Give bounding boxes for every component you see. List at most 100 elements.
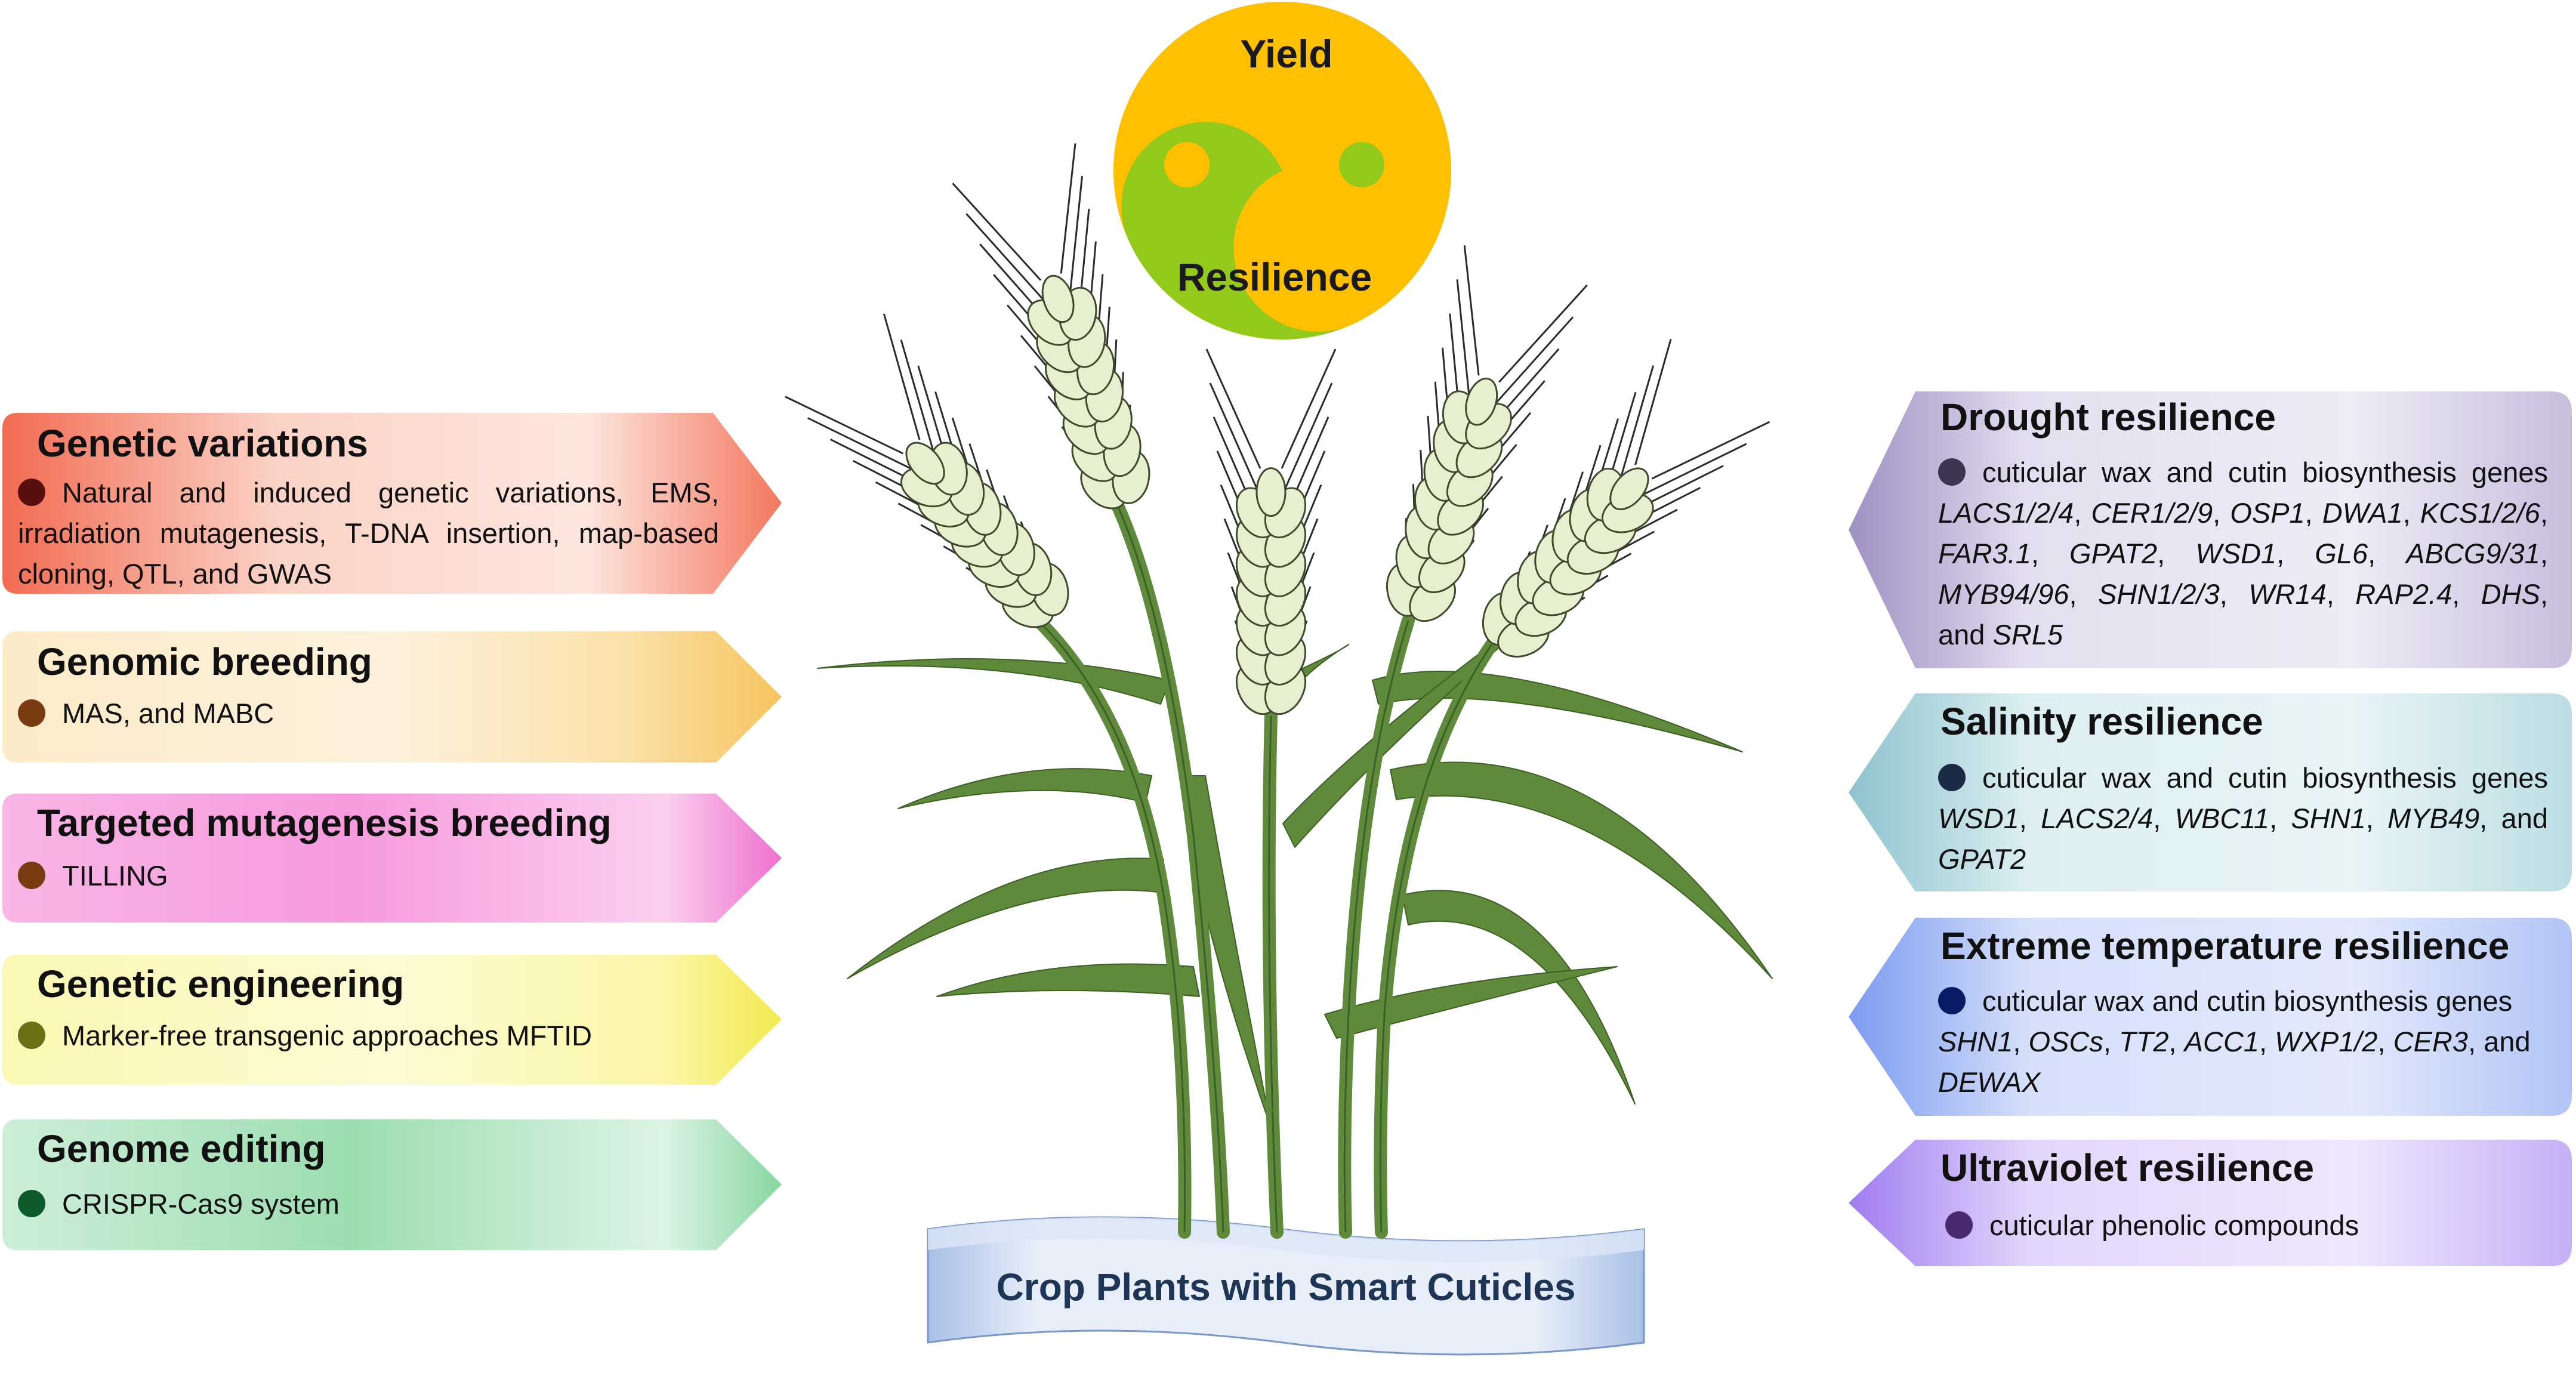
gene-name: FAR3.1 [1938,538,2031,569]
genome-editing-body: CRISPR-Cas9 system [18,1184,704,1224]
body-text: , [2153,803,2175,834]
body-text: , and [1938,578,2548,650]
genomic-breeding-bullet-icon [18,699,45,727]
body-text: , [2365,803,2388,834]
genomic-breeding-box-shape [2,631,782,763]
gene-name: DHS [2481,578,2540,610]
ultraviolet-box-shape [1849,1140,2572,1266]
genomic-breeding-title: Genomic breeding [37,640,372,683]
extreme-temperature-resilience-body: cuticular wax and cutin biosynthesis gen… [1938,981,2548,1103]
yield-resilience-yinyang [1113,2,1451,340]
genetic-engineering-box-shape [2,955,782,1085]
yinyang-yellow [1113,2,1451,332]
wheat-ear [1205,348,1337,715]
body-text: , [2019,803,2041,834]
targeted-mutagenesis-body: TILLING [18,856,704,896]
genome-editing-bullet-icon [18,1190,45,1217]
drought-resilience-body: cuticular wax and cutin biosynthesis gen… [1938,452,2548,655]
gene-name: LACS1/2/4 [1938,497,2074,529]
gene-name: ABCG9/31 [2406,538,2540,569]
gene-name: MYB94/96 [1938,578,2069,610]
gene-name: SRL5 [1992,619,2063,650]
genetic-variations-bullet-icon [18,479,45,506]
gene-name: SHN1 [2291,803,2366,834]
gene-name: WSD1 [1938,803,2019,834]
genomic-breeding-body: MAS, and MABC [18,693,704,734]
gene-name: KCS1/2/6 [2420,497,2540,529]
extreme-temperature-resilience-title: Extreme temperature resilience [1941,924,2510,967]
body-text: , [2377,1026,2393,1057]
targeted-mutagenesis-text: TILLING [62,860,168,891]
body-text: , [2157,538,2196,569]
gene-name: ACC1 [2184,1026,2260,1057]
wheat-ear [1386,245,1588,622]
gene-name: MYB49 [2387,803,2480,834]
gene-name: WR14 [2248,578,2327,610]
resilience-bullet-icon [1938,764,1966,791]
genetic-engineering-text: Marker-free transgenic approaches MFTID [62,1020,593,1051]
gene-name: SHN1/2/3 [2097,578,2220,610]
genetic-engineering-bullet-icon [18,1022,45,1049]
body-text: , and [2468,1026,2531,1057]
gene-name: RAP2.4 [2355,578,2452,610]
resilience-bullet-icon [1945,1211,1973,1239]
genetic-engineering-title: Genetic engineering [37,962,405,1005]
body-text: , [2103,1026,2119,1057]
body-text: , [2540,538,2549,569]
body-text: , [2326,578,2356,610]
body-text: cuticular wax and cutin biosynthesis gen… [1982,762,2548,794]
gene-name: WXP1/2 [2275,1026,2378,1057]
genome-editing-title: Genome editing [37,1127,326,1170]
body-text: , [2402,497,2420,529]
body-text: cuticular wax and cutin biosynthesis gen… [1982,985,2513,1017]
genomic-breeding-text: MAS, and MABC [62,698,274,729]
wheat-ear [952,143,1150,510]
body-text: , [2213,497,2231,529]
left-box-shapes [2,413,782,1250]
right-box-shapes [1849,391,2572,1266]
body-text: cuticular phenolic compounds [1989,1210,2359,1241]
body-text: , [2304,497,2322,529]
genetic-engineering-body: Marker-free transgenic approaches MFTID [18,1016,704,1056]
yield-label: Yield [1240,32,1333,76]
genome-editing-box-shape [2,1119,782,1250]
targeted-mutagenesis-box-shape [2,794,782,922]
gene-name: GPAT2 [2069,538,2158,569]
gene-name: CER1/2/9 [2091,497,2213,529]
crop-plants-label: Crop Plants with Smart Cuticles [996,1266,1576,1309]
body-text: , [2269,803,2291,834]
body-text: , [2013,1026,2029,1057]
wheat-stem-outlines [1037,489,1493,1233]
body-text: , [2168,1026,2185,1057]
resilience-label: Resilience [1177,255,1372,299]
gene-name: WSD1 [2195,538,2277,569]
gene-name: WBC11 [2174,803,2270,834]
body-text: , [2031,538,2070,569]
body-text: , [2276,538,2315,569]
drought-box-shape [1849,391,2572,668]
targeted-mutagenesis-title: Targeted mutagenesis breeding [37,801,612,844]
body-text: cuticular wax and cutin biosynthesis gen… [1982,456,2548,488]
genetic-variations-body: Natural and induced genetic variations, … [18,473,719,594]
gene-name: OSCs [2028,1026,2103,1057]
genetic-variations-box-shape [2,413,782,594]
genetic-variations-text: Natural and induced genetic variations, … [18,477,719,590]
resilience-bullet-icon [1938,987,1966,1014]
wheat-ear [1482,338,1770,658]
body-text: , [2540,497,2549,529]
gene-name: SHN1 [1938,1026,2013,1057]
gene-name: GPAT2 [1938,843,2026,875]
wheat-plant-illustration [785,143,1773,1239]
body-text: , [2452,578,2481,610]
body-text: , [2259,1026,2275,1057]
body-text: , [2368,538,2407,569]
gene-name: CER3 [2393,1026,2469,1057]
body-text: , and [2479,803,2549,834]
targeted-mutagenesis-bullet-icon [18,862,45,889]
yinyang-green-dot [1339,142,1384,187]
body-text: , [2069,578,2098,610]
crop-plants-base [927,1216,1645,1356]
yinyang-yellow-dot [1164,142,1210,187]
resilience-bullet-icon [1938,458,1966,486]
